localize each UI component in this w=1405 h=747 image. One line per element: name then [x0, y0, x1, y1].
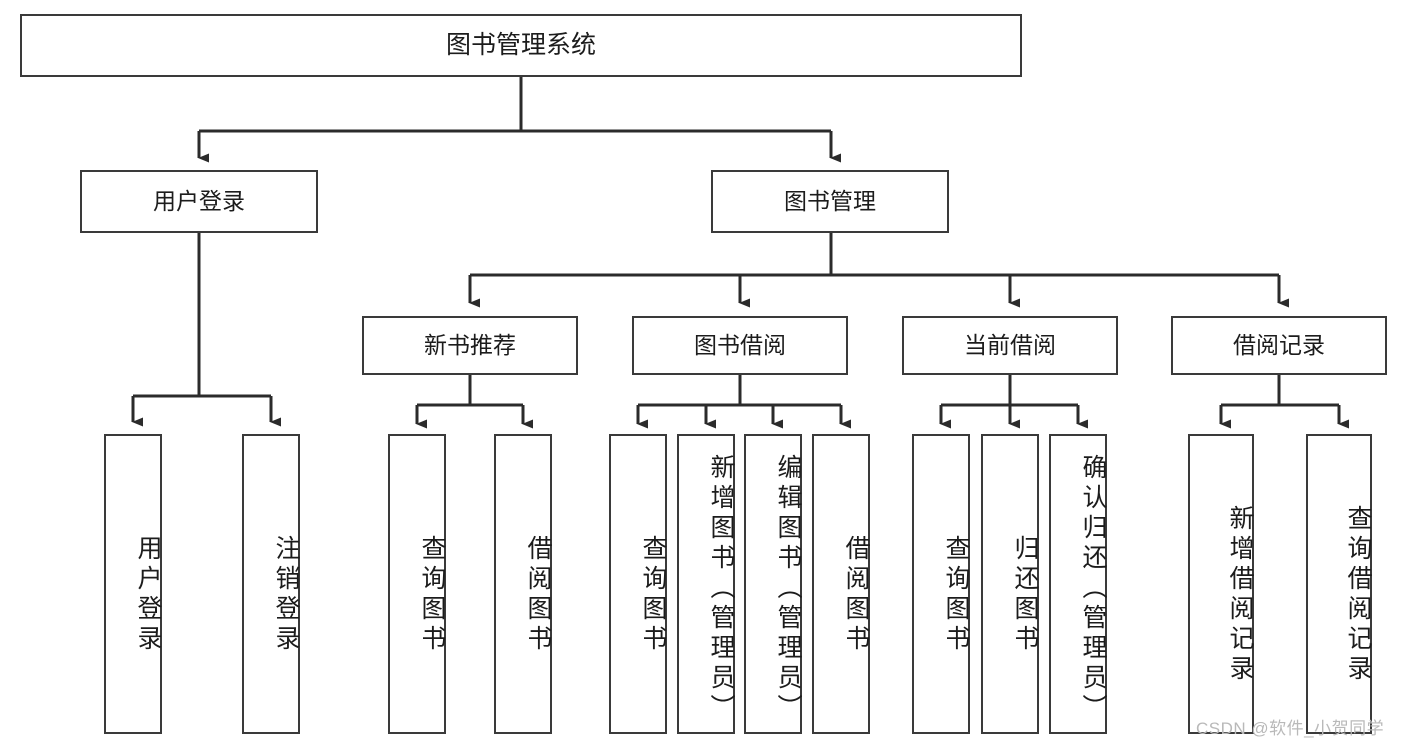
leaf-label: 确认归还（管理员） — [1079, 454, 1107, 724]
leaf-record-add-record[interactable]: 新增借阅记录 — [1188, 434, 1254, 734]
leaf-label: 查询图书 — [942, 535, 970, 655]
leaf-label: 新增借阅记录 — [1226, 505, 1254, 685]
leaf-borrow-add-book-admin[interactable]: 新增图书（管理员） — [677, 434, 735, 734]
leaf-label: 借阅图书 — [842, 535, 870, 655]
leaf-label: 归还图书 — [1011, 535, 1039, 655]
leaf-label: 查询图书 — [418, 535, 446, 655]
csdn-watermark: CSDN @软件_小贺同学 — [1196, 719, 1385, 738]
leaf-label: 编辑图书（管理员） — [774, 454, 802, 724]
leaf-label: 借阅图书 — [524, 535, 552, 655]
leaf-user-login-logout[interactable]: 注销登录 — [242, 434, 300, 734]
leaf-borrow-query-book[interactable]: 查询图书 — [609, 434, 667, 734]
node-current-borrow[interactable]: 当前借阅 — [902, 316, 1118, 375]
leaf-user-login-login[interactable]: 用户登录 — [104, 434, 162, 734]
leaf-label: 查询图书 — [639, 535, 667, 655]
leaf-label: 查询借阅记录 — [1344, 505, 1372, 685]
node-book-borrow[interactable]: 图书借阅 — [632, 316, 848, 375]
node-borrow-record[interactable]: 借阅记录 — [1171, 316, 1387, 375]
leaf-current-confirm-return-admin[interactable]: 确认归还（管理员） — [1049, 434, 1107, 734]
leaf-record-query-record[interactable]: 查询借阅记录 — [1306, 434, 1372, 734]
leaf-current-query-book[interactable]: 查询图书 — [912, 434, 970, 734]
node-root-system[interactable]: 图书管理系统 — [20, 14, 1022, 77]
leaf-borrow-borrow-book[interactable]: 借阅图书 — [812, 434, 870, 734]
node-user-login[interactable]: 用户登录 — [80, 170, 318, 233]
leaf-current-return-book[interactable]: 归还图书 — [981, 434, 1039, 734]
leaf-label: 新增图书（管理员） — [707, 454, 735, 724]
leaf-label: 注销登录 — [272, 535, 300, 655]
node-book-management[interactable]: 图书管理 — [711, 170, 949, 233]
leaf-borrow-edit-book-admin[interactable]: 编辑图书（管理员） — [744, 434, 802, 734]
leaf-recommend-query-book[interactable]: 查询图书 — [388, 434, 446, 734]
leaf-label: 用户登录 — [134, 535, 162, 655]
node-new-book-recommend[interactable]: 新书推荐 — [362, 316, 578, 375]
leaf-recommend-borrow-book[interactable]: 借阅图书 — [494, 434, 552, 734]
